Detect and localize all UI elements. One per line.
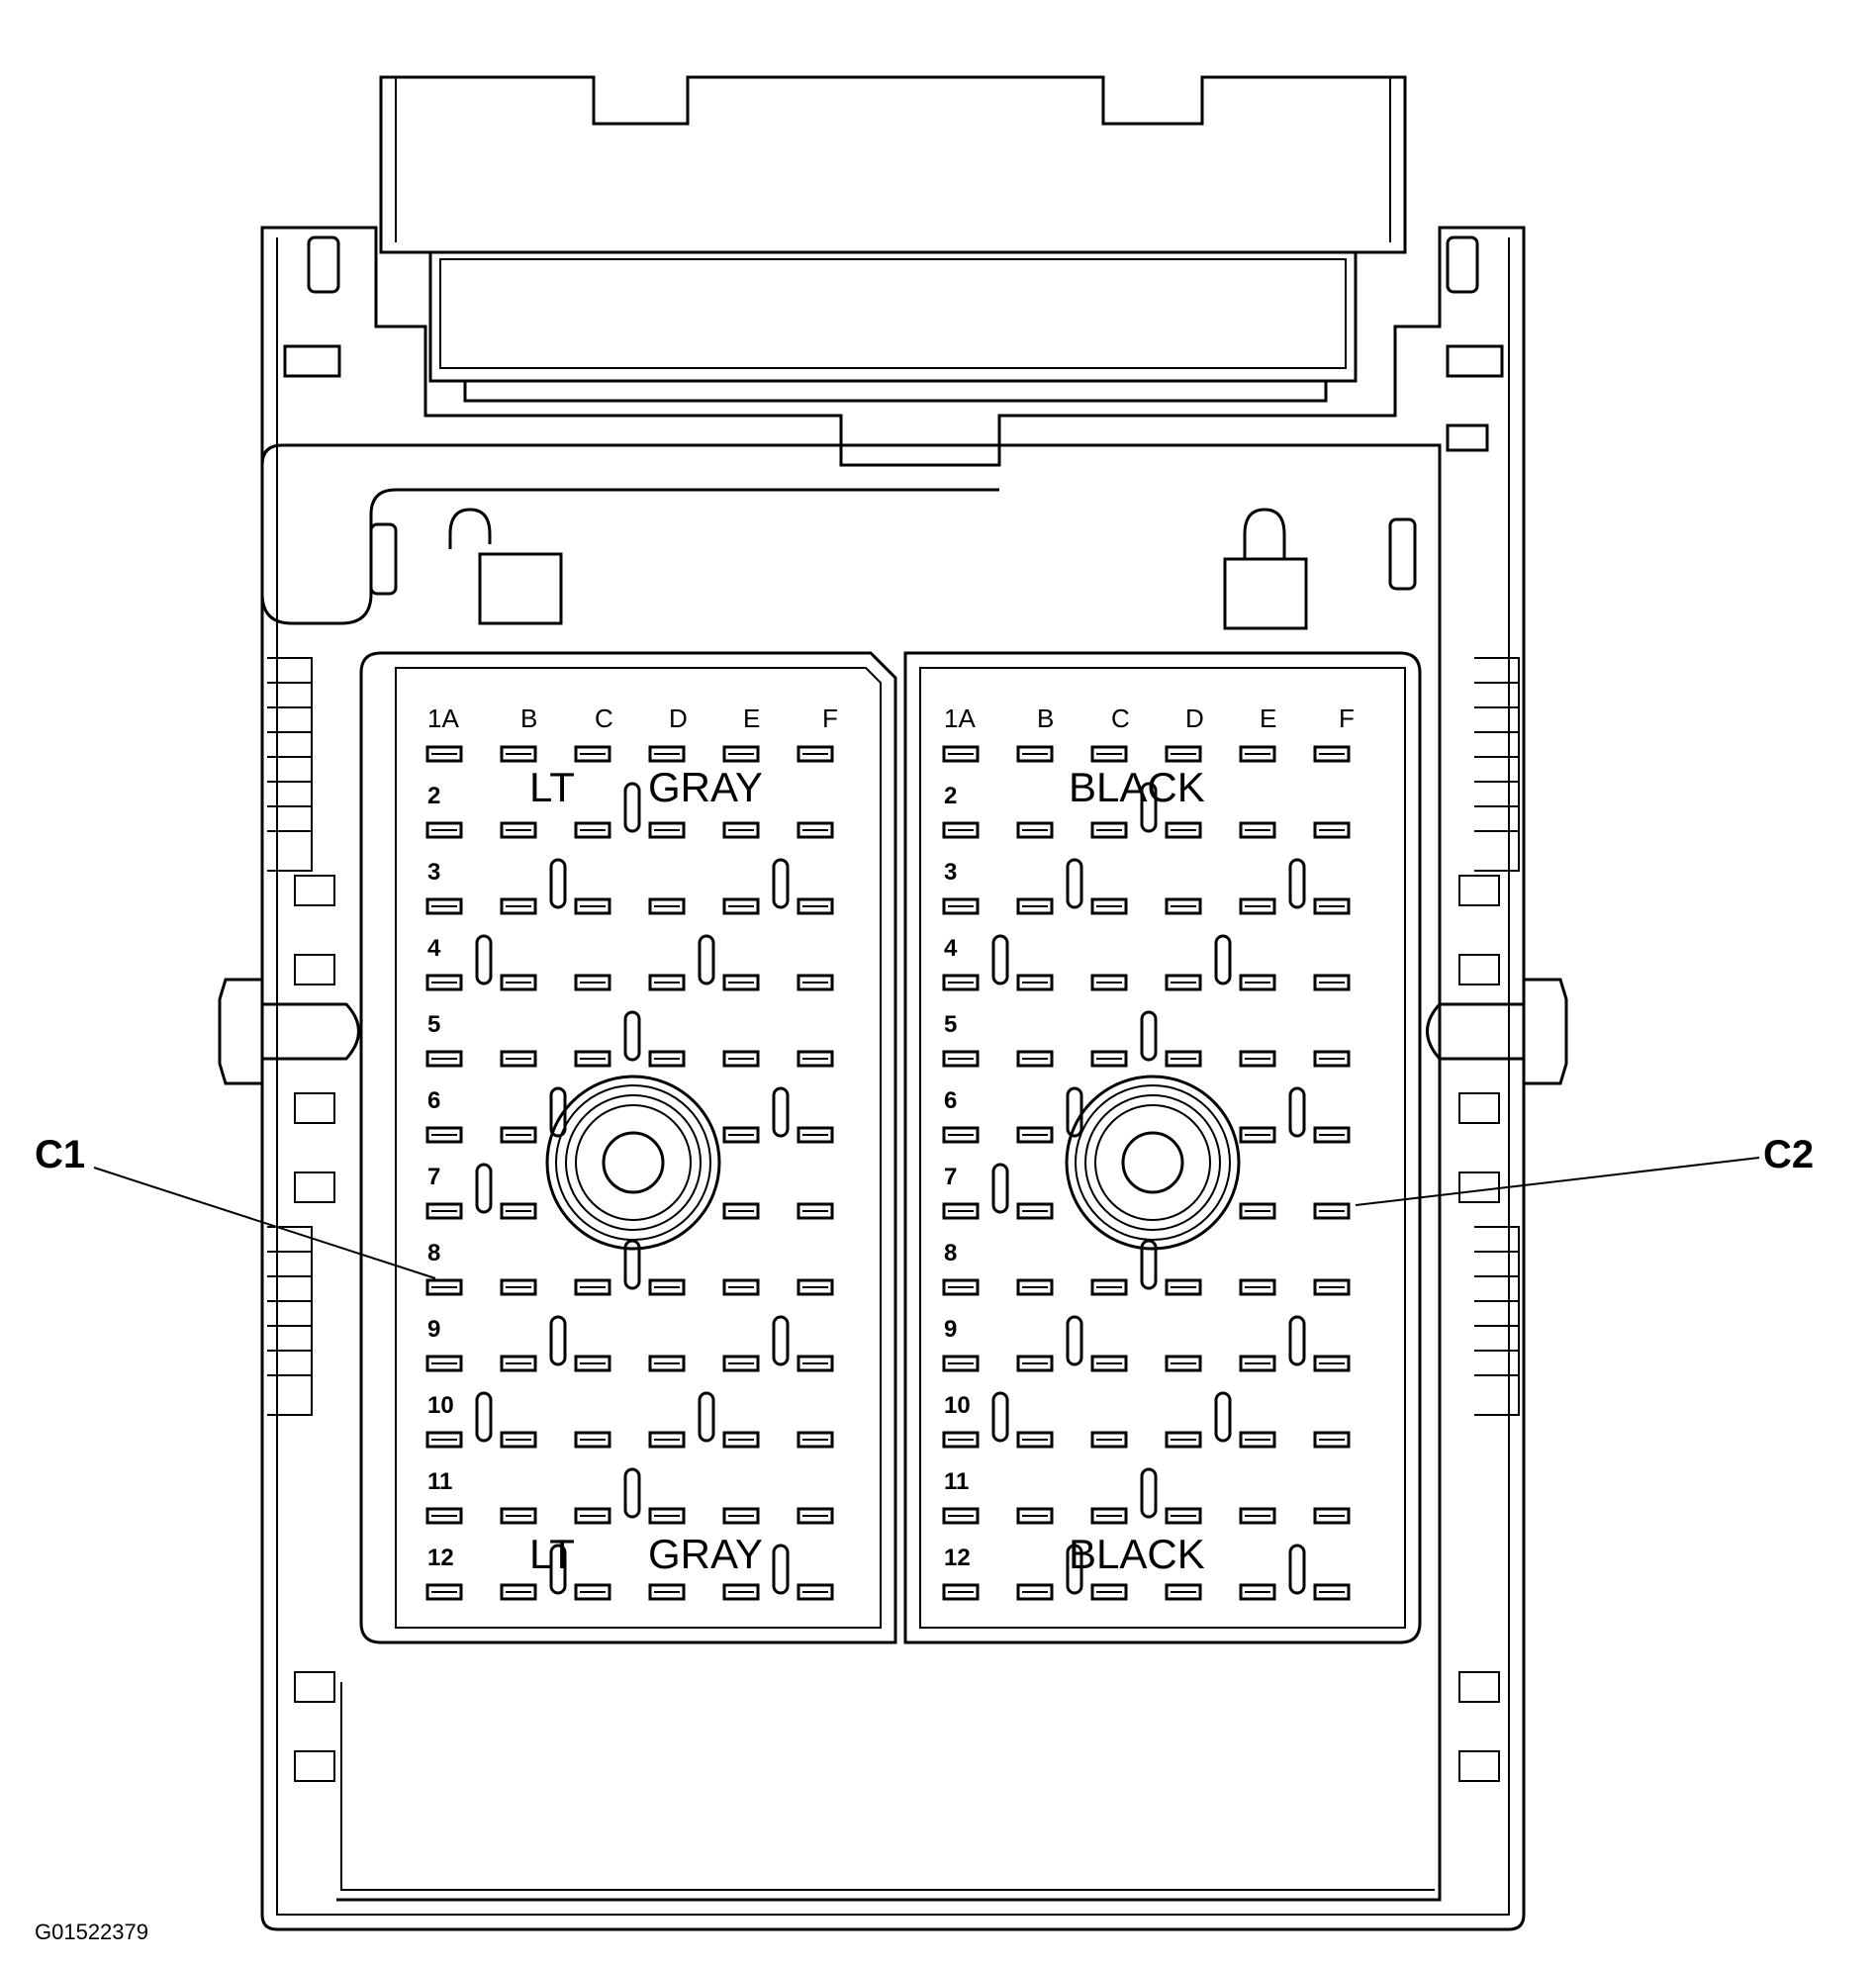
lock-slot <box>1140 782 1158 833</box>
c2-row-label: 12 <box>944 1545 971 1571</box>
c1-row-label: 4 <box>427 935 441 962</box>
locked-padlock-icon <box>1223 508 1308 630</box>
c2-row-label: 8 <box>944 1240 957 1266</box>
c1-row-labels: 2 3 4 5 6 7 8 9 10 11 12 <box>427 783 454 1571</box>
c2-row-label: 7 <box>944 1164 957 1190</box>
lock-slot <box>1066 1315 1083 1366</box>
lock-slot <box>623 782 641 833</box>
c1-color-label-bottom-word1: LT <box>529 1531 575 1577</box>
lock-slot <box>991 934 1009 985</box>
c2-row-label: 6 <box>944 1087 957 1114</box>
lock-slot <box>1288 1086 1306 1138</box>
callout-c1: C1 <box>35 1133 436 1279</box>
c2-row-label: 9 <box>944 1316 957 1343</box>
unlocked-padlock-icon <box>448 508 563 625</box>
lock-slot <box>1214 1391 1232 1443</box>
c1-row-label: 5 <box>427 1011 440 1038</box>
c2-row-label: 4 <box>944 935 958 962</box>
lock-slot <box>1214 934 1232 985</box>
c2-col-header: D <box>1185 703 1204 733</box>
c1-row-label: 6 <box>427 1087 440 1114</box>
c1-row-label: 3 <box>427 859 440 886</box>
lock-slot <box>1066 858 1083 909</box>
lock-slot <box>623 1010 641 1062</box>
top-lever <box>379 75 1407 403</box>
center-bolt-c1 <box>545 1075 721 1251</box>
connector-shell-c2 <box>903 651 1422 1644</box>
c1-col-header: C <box>595 703 613 733</box>
c2-color-label-bottom: BLACK <box>1069 1531 1205 1577</box>
pin-grid-c1 <box>425 745 834 1601</box>
lock-slot <box>623 1239 641 1290</box>
lock-slot <box>1288 1544 1306 1595</box>
lock-slot <box>475 1391 493 1443</box>
callout-c2: C2 <box>1355 1133 1814 1206</box>
lock-slot <box>991 1163 1009 1214</box>
c2-column-headers: 1A B C D E F <box>944 703 1355 733</box>
figure-id: G01522379 <box>35 1920 148 1944</box>
lock-slot <box>1140 1010 1158 1062</box>
c1-column-headers: 1A B C D E F <box>427 703 838 733</box>
c1-row-label: 11 <box>427 1468 452 1495</box>
callout-c1-label: C1 <box>35 1133 85 1176</box>
c2-col-header: C <box>1111 703 1130 733</box>
c1-row-label: 8 <box>427 1240 440 1266</box>
c1-color-label-top-word2: GRAY <box>648 764 763 810</box>
c1-row-label: 9 <box>427 1316 440 1343</box>
c1-col-header: D <box>669 703 688 733</box>
c2-col-header: E <box>1260 703 1276 733</box>
lock-slot <box>549 858 567 909</box>
c2-row-label: 11 <box>944 1468 969 1495</box>
lock-slot <box>698 934 715 985</box>
center-bolt-c2 <box>1065 1075 1241 1251</box>
c1-row-label: 7 <box>427 1164 440 1190</box>
c2-row-labels: 2 3 4 5 6 7 8 9 10 11 12 <box>944 783 971 1571</box>
lock-slot <box>1066 1544 1083 1595</box>
c1-row-label: 10 <box>427 1392 454 1419</box>
lock-slot <box>475 1163 493 1214</box>
lock-slot <box>772 858 790 909</box>
lock-slot <box>1288 858 1306 909</box>
c2-row-label: 5 <box>944 1011 957 1038</box>
c1-row-label: 2 <box>427 783 440 809</box>
c1-col-header: 1A <box>427 703 459 733</box>
c1-row-label: 12 <box>427 1545 454 1571</box>
housing <box>218 226 1568 1931</box>
c2-row-label: 3 <box>944 859 957 886</box>
lock-slot <box>991 1391 1009 1443</box>
c2-color-label-top: BLACK <box>1069 764 1205 810</box>
lock-slot <box>772 1315 790 1366</box>
c2-row-label: 10 <box>944 1392 971 1419</box>
pin-grid-c2 <box>942 745 1351 1601</box>
lock-slot <box>475 934 493 985</box>
c2-row-label: 2 <box>944 783 957 809</box>
c2-col-header: 1A <box>944 703 976 733</box>
c1-col-header: E <box>743 703 760 733</box>
lock-slot <box>772 1544 790 1595</box>
lock-slot <box>549 1544 567 1595</box>
lock-slot <box>1140 1467 1158 1519</box>
lock-slot <box>1288 1315 1306 1366</box>
callout-c2-label: C2 <box>1763 1133 1814 1176</box>
lock-slot <box>549 1315 567 1366</box>
lock-slot <box>698 1391 715 1443</box>
connector-shell-c1 <box>359 651 897 1644</box>
lock-slot <box>623 1467 641 1519</box>
c1-color-label-bottom-word2: GRAY <box>648 1531 763 1577</box>
lock-slot <box>772 1086 790 1138</box>
c2-col-header: F <box>1339 703 1355 733</box>
lock-slot <box>1140 1239 1158 1290</box>
c1-color-label-top-word1: LT <box>529 764 575 810</box>
c2-col-header: B <box>1037 703 1054 733</box>
c1-col-header: B <box>520 703 537 733</box>
c1-col-header: F <box>822 703 838 733</box>
